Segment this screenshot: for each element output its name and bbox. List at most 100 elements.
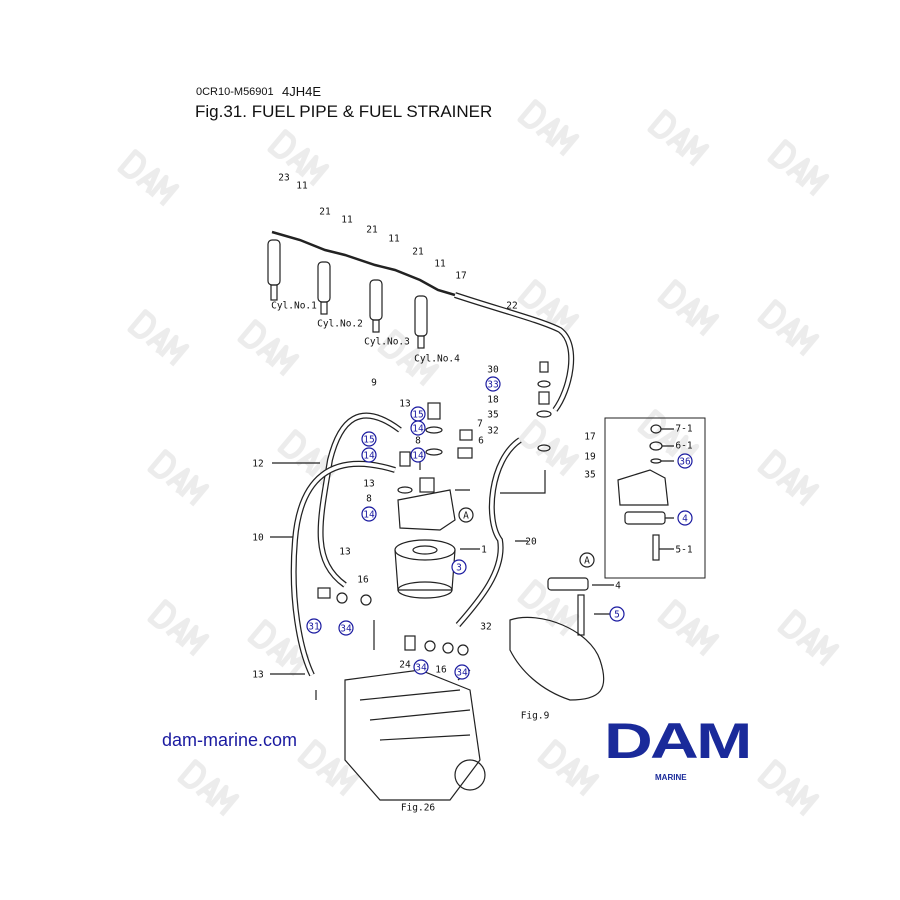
part-number-callout: 14 xyxy=(363,510,375,521)
part-number-callout: 6-1 xyxy=(675,441,692,452)
cylinder-label: Cyl.No.1 xyxy=(271,301,317,312)
part-number-callout: 36 xyxy=(679,457,691,468)
watermark-mark xyxy=(117,149,180,207)
part-number-callout: 20 xyxy=(525,537,537,548)
part-number-callout: 17 xyxy=(584,432,595,443)
part-number-callout: 8 xyxy=(366,494,372,505)
callout-circle xyxy=(454,664,470,680)
watermark-mark xyxy=(517,99,580,157)
figure-reference: Fig.26 xyxy=(401,803,436,814)
callout-circle xyxy=(361,506,377,522)
part-number-callout: 23 xyxy=(278,173,289,184)
hose-9 xyxy=(317,412,402,588)
part-number-callout: A xyxy=(584,556,590,567)
callout-circle xyxy=(361,431,377,447)
part-number-callout: 34 xyxy=(340,624,352,635)
part-number-callout: 13 xyxy=(363,479,374,490)
part-number-callout: 4 xyxy=(615,581,621,592)
part-number-callout: 11 xyxy=(341,215,353,226)
strainer-head xyxy=(397,489,456,531)
hose-20 xyxy=(455,437,522,627)
part-number-callout: 17 xyxy=(455,271,466,282)
part-number-callout: 13 xyxy=(399,399,410,410)
watermark-layer xyxy=(117,99,840,817)
callout-circle xyxy=(609,606,625,622)
callout-circle xyxy=(485,376,501,392)
inset-frame xyxy=(604,417,706,579)
part-number-callout: 14 xyxy=(363,451,375,462)
injector-3 xyxy=(369,279,383,333)
watermark-mark xyxy=(127,309,190,367)
watermark-mark xyxy=(657,279,720,337)
part-number-callout: 1 xyxy=(481,545,487,556)
injector-4 xyxy=(414,295,428,349)
callout-circle xyxy=(677,510,693,526)
part-number-callout: 32 xyxy=(487,426,498,437)
part-number-callout: 32 xyxy=(480,622,491,633)
callout-circle xyxy=(338,620,354,636)
callout-circle xyxy=(410,447,426,463)
part-number-callout: 21 xyxy=(319,207,331,218)
watermark-mark xyxy=(657,599,720,657)
injector-2 xyxy=(317,261,331,315)
watermark-mark xyxy=(777,609,840,667)
part-number-callout: 31 xyxy=(308,622,320,633)
watermark-mark xyxy=(147,449,210,507)
part-number-callout: 34 xyxy=(456,668,468,679)
callout-circle xyxy=(413,659,429,675)
part-number-callout: 14 xyxy=(412,451,424,462)
part-number-callout: 30 xyxy=(487,365,499,376)
engine-model: 4JH4E xyxy=(282,84,322,99)
watermark-mark xyxy=(517,419,580,477)
part-number-callout: 35 xyxy=(584,470,595,481)
callout-circle xyxy=(579,552,595,568)
part-number-callout: 19 xyxy=(584,452,596,463)
part-number-callout: 10 xyxy=(252,533,264,544)
inset-parts xyxy=(617,424,674,561)
watermark-mark xyxy=(767,139,830,197)
bracket-fig9 xyxy=(509,577,605,701)
page-title: Fig.31. FUEL PIPE & FUEL STRAINER xyxy=(195,102,493,121)
diagram-drawing xyxy=(267,230,706,801)
dam-logo: DAM xyxy=(604,713,752,769)
part-number-callout: 16 xyxy=(435,665,447,676)
callout-circle xyxy=(410,420,426,436)
part-number-callout: 6 xyxy=(478,436,484,447)
watermark-mark xyxy=(177,759,240,817)
fuel-filter xyxy=(394,539,456,599)
part-number-callout: 5 xyxy=(614,610,620,621)
watermark-mark xyxy=(537,739,600,797)
watermark-mark xyxy=(297,739,360,797)
watermark-mark xyxy=(757,299,820,357)
watermark-mark xyxy=(757,759,820,817)
callout-circle xyxy=(306,618,322,634)
callout-circle xyxy=(458,507,474,523)
part-number-callout: A xyxy=(463,511,469,522)
watermark-mark xyxy=(147,599,210,657)
part-number-callout: 11 xyxy=(296,181,308,192)
callout-circle xyxy=(677,453,693,469)
callout-labels: 23112111211121111722Cyl.No.1Cyl.No.2Cyl.… xyxy=(252,173,693,814)
watermark-mark xyxy=(377,329,440,387)
part-number-callout: 18 xyxy=(487,395,499,406)
part-number-callout: 21 xyxy=(412,247,424,258)
part-number-callout: 4 xyxy=(682,514,688,525)
part-number-callout: 34 xyxy=(415,663,427,674)
part-number-callout: 35 xyxy=(487,410,498,421)
watermark-mark xyxy=(247,619,310,677)
injection-pump xyxy=(344,669,486,801)
website-link[interactable]: dam-marine.com xyxy=(162,730,298,750)
callout-circle xyxy=(451,559,467,575)
part-number-callout: 24 xyxy=(399,660,411,671)
part-number-callout: 5-1 xyxy=(675,545,692,556)
cylinder-label: Cyl.No.2 xyxy=(317,319,363,330)
dam-logo-subtitle: MARINE xyxy=(655,773,687,782)
part-number-callout: 21 xyxy=(366,225,378,236)
injection-pipe xyxy=(271,230,456,297)
part-number-callout: 3 xyxy=(456,563,462,574)
injector-1 xyxy=(267,239,281,301)
part-number-callout: 8 xyxy=(415,436,421,447)
watermark-mark xyxy=(267,129,330,187)
part-number-callout: 7 xyxy=(477,419,483,430)
